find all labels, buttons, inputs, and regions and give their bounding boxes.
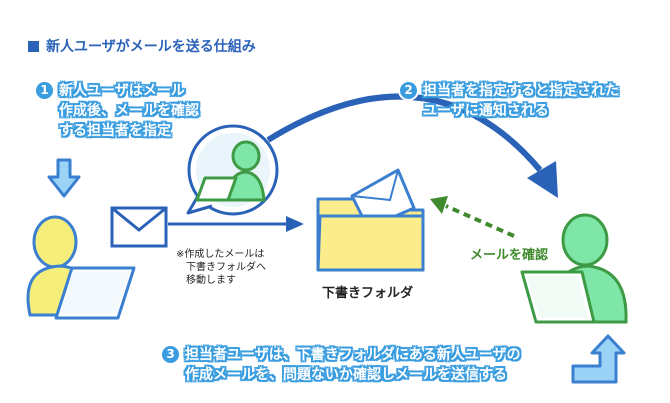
folder-label: 下書きフォルダ (322, 286, 414, 301)
notify-curve-arrowhead (527, 161, 558, 198)
notify-curve-arrow (266, 93, 543, 172)
note-line-2: 下書きフォルダへ (176, 262, 266, 273)
draft-folder-icon (316, 168, 425, 272)
mail-to-folder-arrowhead (286, 216, 304, 232)
step-2-number: 2 (398, 80, 419, 101)
heading-square-icon (28, 40, 39, 52)
check-dashed-arrowhead (430, 196, 448, 214)
checker-user-figure (520, 213, 628, 324)
step-3-number: 3 (160, 344, 181, 365)
note-line-1: ※作成したメールは (176, 249, 265, 260)
check-dashed-line (445, 204, 515, 238)
step-1-line-2: 作成後、メールを確認 (59, 103, 199, 119)
page-heading: 新人ユーザがメールを送る仕組み (28, 36, 256, 56)
step-1-line-1: 新人ユーザはメール (59, 83, 185, 99)
down-arrow-icon (47, 158, 81, 198)
newbie-user-figure (26, 215, 136, 320)
step-3-line-2: 作成メールを、問題ないか確認しメールを送信する (185, 367, 507, 383)
check-mail-label: メールを確認 (470, 248, 549, 263)
return-arrow-icon (571, 334, 626, 384)
heading-text: 新人ユーザがメールを送る仕組み (46, 39, 256, 55)
step-2-line-1: 担当者を指定すると指定された (423, 83, 619, 99)
step-2-line-2: ユーザに通知される (423, 103, 549, 119)
step-1-line-3: する担当者を指定 (59, 123, 171, 139)
step-3-line-1: 担当者ユーザは、下書きフォルダにある新人ユーザの (185, 347, 521, 363)
note-line-3: 移動します (176, 275, 236, 286)
step-1-number: 1 (34, 80, 55, 101)
draft-move-note: ※作成したメールは 下書きフォルダへ 移動します (176, 248, 266, 287)
envelope-icon (110, 206, 168, 248)
thought-bubble (186, 124, 279, 216)
